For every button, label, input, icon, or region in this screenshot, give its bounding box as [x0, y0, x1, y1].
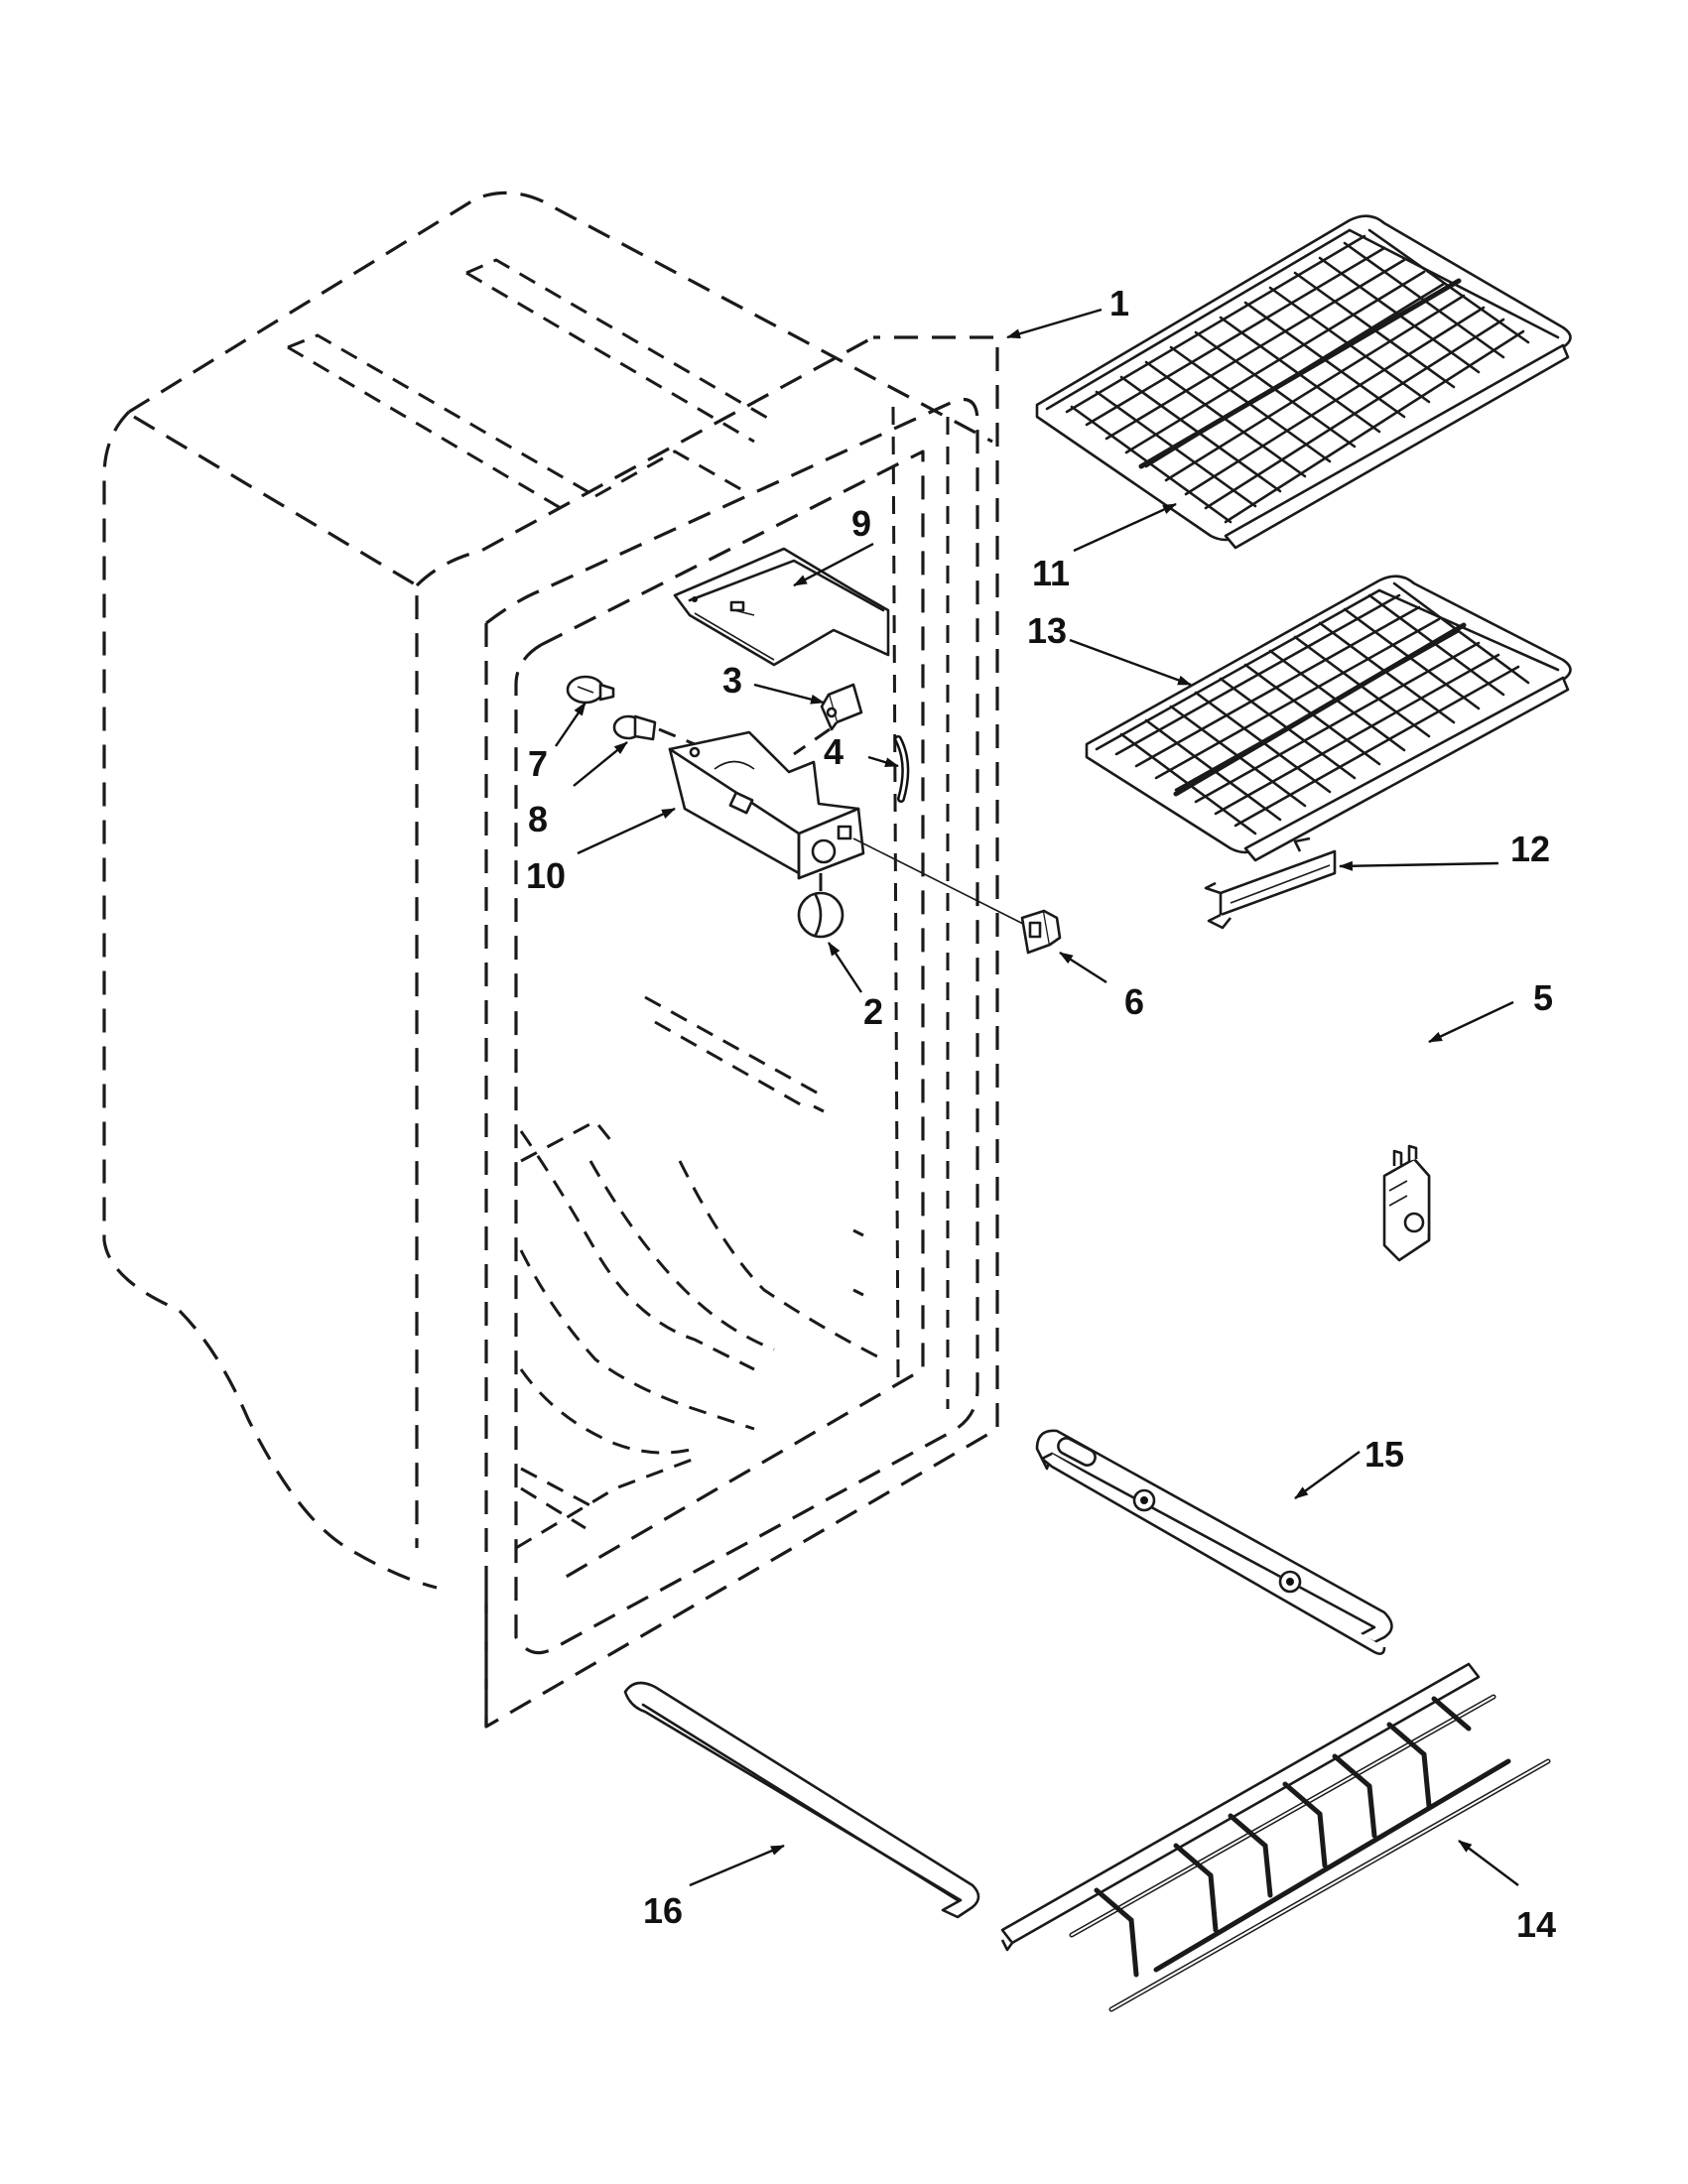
leader-lines	[555, 308, 1519, 1887]
callout-6: 6	[1124, 981, 1144, 1022]
callout-9: 9	[851, 503, 871, 544]
light-socket	[612, 714, 696, 746]
wire-rack	[1000, 1662, 1551, 2012]
cabinet-liner	[102, 191, 999, 1729]
callout-3: 3	[722, 660, 742, 701]
shelf-support-bracket	[1204, 836, 1337, 930]
tube	[894, 735, 910, 803]
callout-1: 1	[1109, 283, 1129, 323]
bottom-trim	[623, 1681, 980, 1919]
callout-12: 12	[1510, 829, 1550, 869]
callout-14: 14	[1516, 1904, 1556, 1945]
shelf-lower	[1085, 575, 1572, 862]
door-switch	[1020, 909, 1062, 955]
callout-4: 4	[824, 731, 844, 772]
callout-13: 13	[1027, 610, 1067, 651]
bottom-rail	[1035, 1429, 1393, 1655]
light-shield	[673, 547, 890, 667]
callout-10: 10	[526, 855, 566, 896]
callout-15: 15	[1364, 1434, 1404, 1475]
control-knob	[797, 863, 844, 939]
shelf-upper	[1035, 214, 1572, 550]
sensor	[793, 683, 863, 756]
callout-11: 11	[1032, 553, 1070, 593]
light-bulb	[566, 675, 615, 705]
control-housing	[668, 730, 1028, 927]
thermostat	[1382, 1144, 1431, 1262]
callout-8: 8	[528, 799, 548, 839]
callout-2: 2	[863, 991, 883, 1032]
callout-5: 5	[1533, 977, 1553, 1018]
callout-7: 7	[528, 743, 548, 784]
callout-16: 16	[643, 1890, 683, 1931]
